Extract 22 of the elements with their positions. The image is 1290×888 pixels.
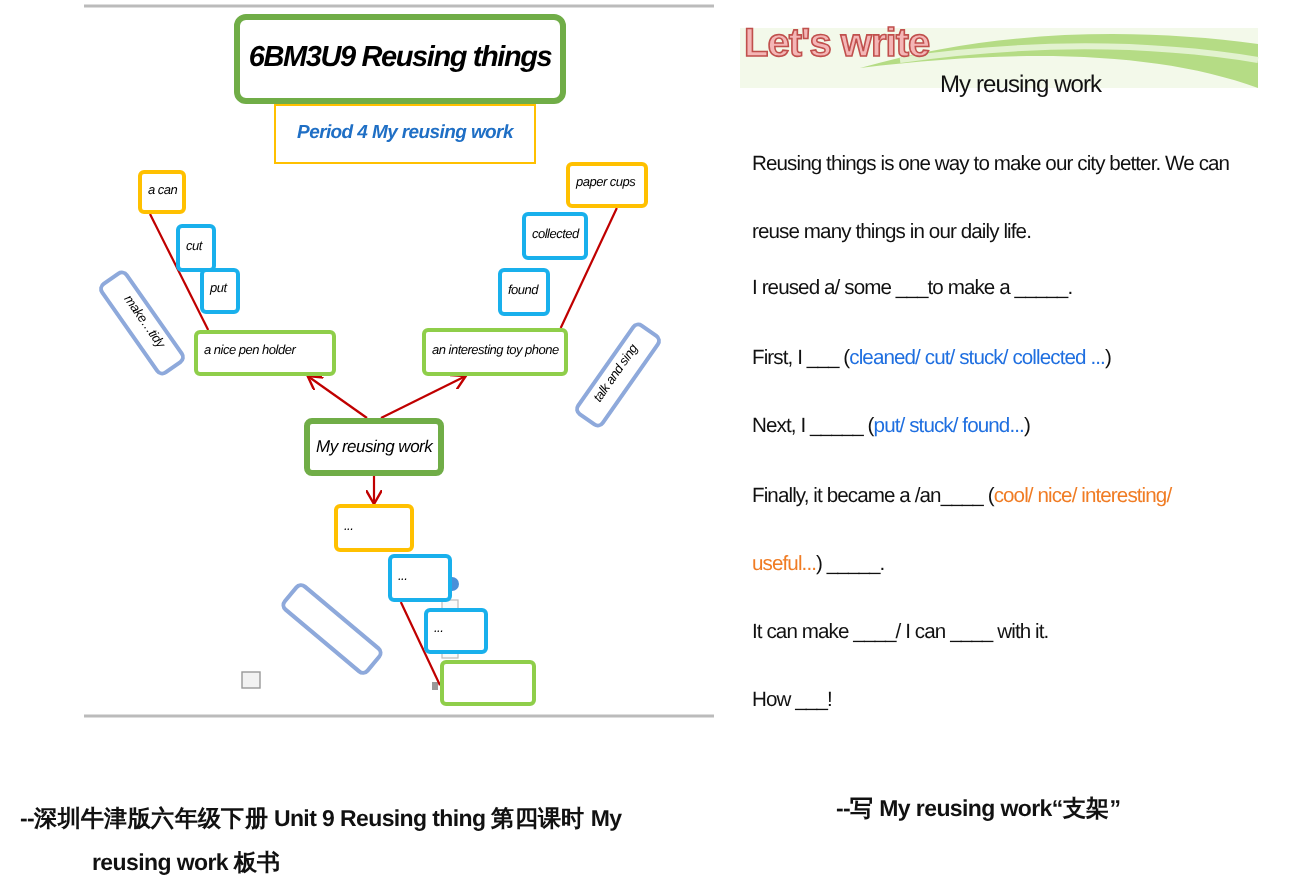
caption: --深圳牛津版六年级下册 Unit 9 Reusing thing 第四课时 My reusing work 板书 [20, 804, 624, 880]
empty-box [440, 660, 536, 706]
sentence-line: First, I ___ (cleaned/ cut/ stuck/ collected ...) [752, 348, 1111, 371]
sentence-line: How ___! [752, 690, 832, 713]
section-heading: Let's write [744, 22, 930, 66]
sentence-line: Next, I _____ (put/ stuck/ found...) [752, 416, 1030, 439]
sentence-line: useful...) _____. [752, 554, 885, 577]
paragraph: Reusing things is one way to make our city better. We can reuse many things in our daily life. [752, 152, 1232, 248]
connector-line [399, 601, 441, 686]
sentence-line: It can make ____/ I can ____ with it. [752, 622, 1049, 645]
connector-line [559, 207, 618, 329]
word-box: My reusing work [304, 418, 444, 476]
caption: --写 My reusing work“支架” [836, 798, 1121, 824]
arrow [364, 476, 384, 506]
worksheet-title: My reusing work [940, 72, 1102, 99]
connector-line [149, 213, 210, 331]
title-box: 6BM3U9 Reusing things [234, 14, 566, 104]
arrow [306, 374, 368, 419]
subtitle-box: Period 4 My reusing work [274, 104, 536, 164]
arrow [380, 373, 467, 419]
sentence-line: I reused a/ some ___to make a _____. [752, 278, 1073, 301]
sentence-line: Finally, it became a /an____ (cool/ nice/ interesting/ [752, 486, 1172, 509]
